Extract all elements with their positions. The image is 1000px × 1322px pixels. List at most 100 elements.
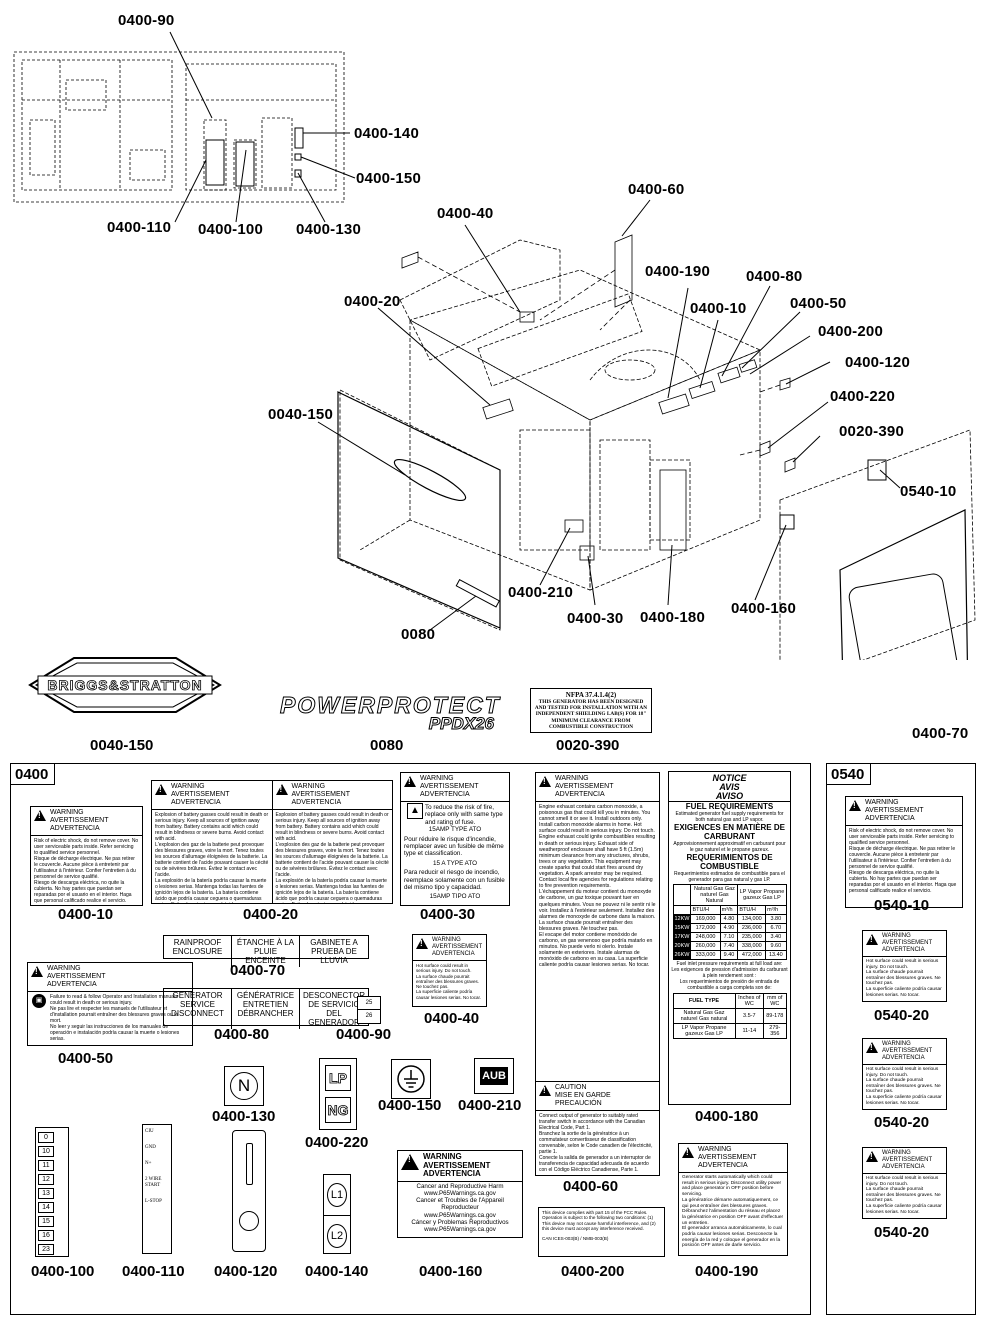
nfpa-label: NFPA 37.4.1.4(2) THIS GENERATOR HAS BEEN… [530, 688, 652, 733]
callout-0400-120: 0400-120 [845, 354, 910, 371]
callout-0400-130: 0400-130 [296, 221, 361, 238]
terminal-label: N+ [145, 1161, 152, 1166]
shock-text: Risk of electric shock, do not remove co… [34, 838, 139, 904]
callout-0400-200: 0400-200 [818, 323, 883, 340]
decal-0400-150 [391, 1059, 431, 1099]
terminal-number: 23 [38, 1244, 54, 1255]
terminal-label: 2 WIRE START [145, 1177, 162, 1188]
briggs-logo-text: BRIGGS&STRATTON [47, 677, 202, 693]
warning-triangle-icon [155, 784, 167, 795]
panel-0400-tag: 0400 [11, 764, 56, 785]
callout-0400-190: 0400-190 [645, 263, 710, 280]
callout-0400-10: 0400-10 [690, 300, 747, 317]
front-door-panel [337, 391, 501, 629]
terminal-number: 15 [38, 1216, 54, 1227]
ground-icon [397, 1065, 425, 1093]
nfpa-body: THIS GENERATOR HAS BEEN DESIGNED AND TES… [534, 699, 648, 730]
terminal-number: 13 [38, 1188, 54, 1199]
decal-0400-130: N [224, 1066, 264, 1106]
caption-briggs-logo: 0040-150 [90, 737, 154, 754]
warning-triangle-icon [866, 1151, 878, 1162]
caption-0400-80: 0400-80 [214, 1026, 270, 1043]
terminal-number: 11 [38, 1160, 54, 1171]
caption-0400-10: 0400-10 [58, 906, 114, 923]
caption-0400-90: 0400-90 [336, 1026, 392, 1043]
fire-icon: ▲ [407, 803, 423, 819]
callout-0040-150: 0040-150 [268, 406, 333, 423]
warning-triangle-icon [416, 938, 428, 949]
decal-0400-140: L1 L2 [323, 1174, 351, 1254]
terminal-number: 14 [38, 1202, 54, 1213]
panel-0540: 0540 [826, 763, 976, 1315]
warning-triangle-icon [866, 1042, 878, 1053]
callout-0400-100: 0400-100 [198, 221, 263, 238]
model-text: PPDX26 [428, 714, 494, 733]
callout-0400-70: 0400-70 [912, 725, 969, 742]
control-panel-inset [13, 51, 345, 203]
callout-0400-150-top: 0400-150 [356, 170, 421, 187]
caption-0400-150: 0400-150 [378, 1097, 442, 1114]
callout-0400-140: 0400-140 [354, 125, 419, 142]
callout-0540-10: 0540-10 [900, 483, 957, 500]
on-line-icon [246, 1143, 253, 1185]
caption-nfpa: 0020-390 [556, 737, 620, 754]
callout-0400-80: 0400-80 [746, 268, 803, 285]
terminal-number: 16 [38, 1230, 54, 1241]
decal-0400-120 [232, 1130, 266, 1252]
caption-0400-100: 0400-100 [31, 1263, 95, 1280]
warning-triangle-icon [401, 1154, 419, 1170]
terminal-label: CIU [145, 1129, 154, 1134]
terminal-number: 0 [38, 1132, 54, 1143]
powerprotect-logo: POWERPROTECT PPDX26 [280, 693, 502, 734]
exploded-view-drawing [13, 31, 976, 660]
caption-0540-20-c: 0540-20 [874, 1224, 930, 1241]
caption-0400-120: 0400-120 [214, 1263, 278, 1280]
warning-triangle-icon [275, 784, 288, 795]
aub-badge: AUB [480, 1067, 508, 1085]
lp-icon: LP [325, 1065, 351, 1091]
caption-0400-20: 0400-20 [243, 906, 299, 923]
decal-0400-90: 25 26 [357, 996, 381, 1024]
caption-0400-210: 0400-210 [458, 1097, 522, 1114]
panel-0400: 0400 [10, 763, 811, 1315]
decal-0400-210: AUB [474, 1058, 514, 1094]
caption-0400-180: 0400-180 [695, 1108, 759, 1125]
callout-0400-30: 0400-30 [567, 610, 624, 627]
callout-0400-180: 0400-180 [640, 609, 705, 626]
caption-0400-190: 0400-190 [695, 1263, 759, 1280]
callout-0020-390: 0020-390 [839, 423, 904, 440]
caption-0400-140: 0400-140 [305, 1263, 369, 1280]
caption-0400-110: 0400-110 [122, 1263, 185, 1280]
warning-triangle-icon [404, 776, 416, 787]
caption-0400-130: 0400-130 [212, 1108, 276, 1125]
caption-0400-200: 0400-200 [561, 1263, 625, 1280]
l2-icon: L2 [327, 1224, 347, 1248]
l1-icon: L1 [327, 1183, 347, 1207]
caption-0400-60: 0400-60 [563, 1178, 619, 1195]
callout-0400-50: 0400-50 [790, 295, 847, 312]
callout-0400-20: 0400-20 [344, 293, 401, 310]
generator-enclosure [339, 239, 762, 631]
briggs-stratton-logo: BRIGGS&STRATTON [28, 657, 222, 713]
caption-0400-30: 0400-30 [420, 906, 476, 923]
ng-icon: NG [325, 1097, 351, 1123]
callout-0400-90: 0400-90 [118, 12, 175, 29]
